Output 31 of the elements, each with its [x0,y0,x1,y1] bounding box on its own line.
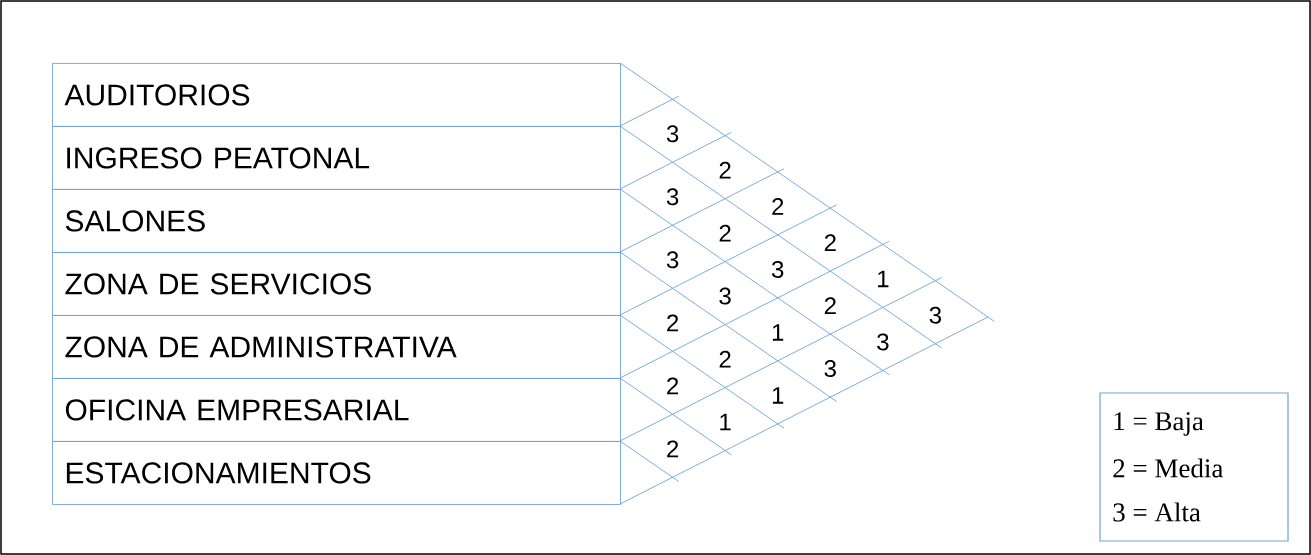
rating-number: 2 [772,198,784,215]
row-box: ESTACIONAMIENTOS [52,441,621,505]
rating-number: 3 [666,125,679,143]
rating-number: 2 [719,350,731,368]
rating-number: 3 [666,188,679,206]
legend-entry: 1 = Baja [1114,412,1204,436]
row-box: OFICINA EMPRESARIAL [52,378,621,442]
rating-number: 2 [719,224,731,242]
legend-entry: 2 = Media [1113,458,1224,478]
rating-number: 2 [667,314,679,332]
rating-number: 1 [878,270,889,288]
rating-number: 2 [824,234,836,251]
rating-number: 2 [667,377,679,395]
row-box: ZONA DE SERVICIOS [52,252,621,316]
row-box: ZONA DE ADMINISTRATIVA [52,315,621,379]
row-box: SALONES [52,189,621,253]
rating-number: 3 [771,260,784,278]
rating-number: 3 [666,251,679,269]
rating-number: 3 [824,360,836,378]
rating-number: 3 [929,306,942,324]
rating-number: 1 [720,413,731,431]
row-box: AUDITORIOS [52,63,621,127]
rating-number: 3 [719,287,731,305]
rating-number: 2 [824,297,836,314]
rating-number: 2 [719,161,731,179]
rating-number: 1 [772,324,784,341]
rating-number: 3 [877,333,889,351]
rating-number: 1 [772,387,784,404]
rating-number: 2 [667,440,679,458]
row-box: INGRESO PEATONAL [52,126,621,190]
legend-entry: 3 = Alta [1113,502,1201,522]
